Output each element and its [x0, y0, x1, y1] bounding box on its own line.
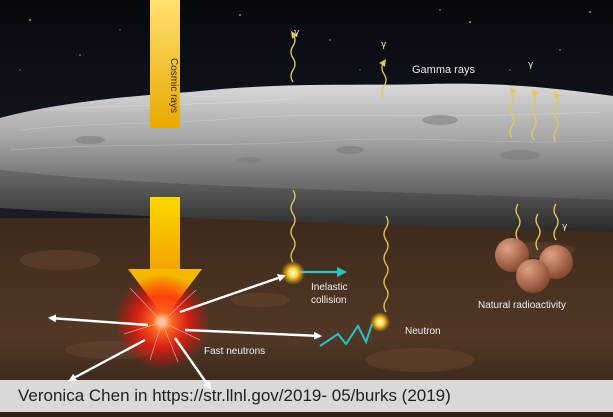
credit-text: Veronica Chen in https://str.llnl.gov/20…	[18, 386, 451, 405]
cosmic-rays-label-box: Cosmic rays	[155, 30, 191, 140]
gamma-symbol: γ	[294, 28, 300, 38]
stars	[19, 9, 591, 71]
gamma-symbol: γ	[528, 60, 534, 70]
gamma-waves	[290, 31, 561, 313]
neutron-spark	[370, 312, 390, 332]
surface-slab-side	[0, 170, 613, 232]
radioactive-nuclei	[495, 238, 573, 293]
cosmic-ray-beam	[150, 0, 180, 128]
gamma-symbol: γ	[562, 222, 568, 232]
natural-radioactivity-label: Natural radioactivity	[478, 300, 566, 311]
surface-craters	[75, 115, 540, 163]
inelastic-collision-line2: collision	[311, 295, 347, 306]
neutron-label: Neutron	[405, 326, 441, 337]
fast-neutrons-label: Fast neutrons	[204, 346, 266, 357]
gamma-rays-label: Gamma rays	[412, 64, 475, 76]
gamma-symbol: γ	[381, 40, 387, 50]
inelastic-collision-line1: Inelastic	[311, 282, 348, 293]
inelastic-spark	[281, 261, 305, 285]
fast-neutron-arrows	[48, 274, 322, 390]
cosmic-rays-label: Cosmic rays	[167, 57, 179, 113]
neutron-path	[319, 323, 373, 347]
credit-banner: Veronica Chen in https://str.llnl.gov/20…	[0, 380, 613, 412]
inelastic-collision-label: Inelastic collision	[311, 281, 348, 307]
impact-rays	[123, 287, 201, 363]
cosmic-ray-beam-lower	[150, 197, 180, 269]
